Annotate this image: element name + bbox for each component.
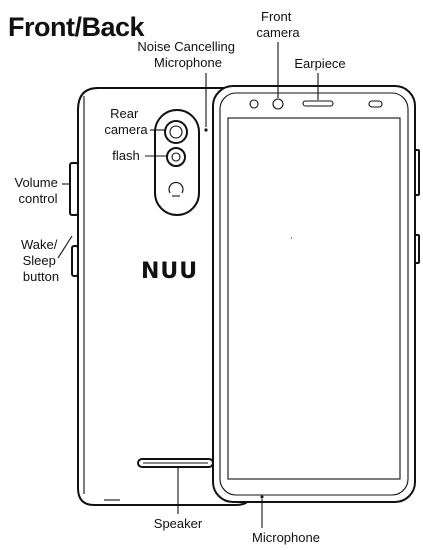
rear-camera-lens <box>164 120 188 144</box>
phone-front <box>212 85 420 503</box>
label-wake: Wake/ Sleep button <box>21 237 61 284</box>
earpiece-slot <box>302 100 334 107</box>
label-volume: Volume control <box>15 175 62 206</box>
front-mic-hole <box>260 495 264 499</box>
brand-logo: NUU <box>141 259 198 284</box>
label-speaker: Speaker <box>154 516 203 531</box>
screen <box>227 117 401 480</box>
proximity-sensor <box>368 100 383 108</box>
label-front-camera: Front camera <box>256 9 300 40</box>
noise-mic-hole <box>204 128 208 132</box>
front-camera-lens <box>272 98 284 110</box>
label-microphone: Microphone <box>252 530 320 545</box>
volume-rocker <box>69 162 79 216</box>
label-flash: flash <box>112 148 139 163</box>
phone-back: NUU <box>69 87 253 506</box>
flash-lamp <box>166 147 186 167</box>
sensor-icon <box>249 99 259 109</box>
diagram-title: Front/Back <box>8 12 146 42</box>
label-noise-mic: Noise Cancelling Microphone <box>137 39 238 70</box>
wake-button <box>71 245 79 277</box>
label-rear-camera: Rear camera <box>104 106 148 137</box>
fingerprint-icon <box>168 181 184 194</box>
label-earpiece: Earpiece <box>294 56 345 71</box>
